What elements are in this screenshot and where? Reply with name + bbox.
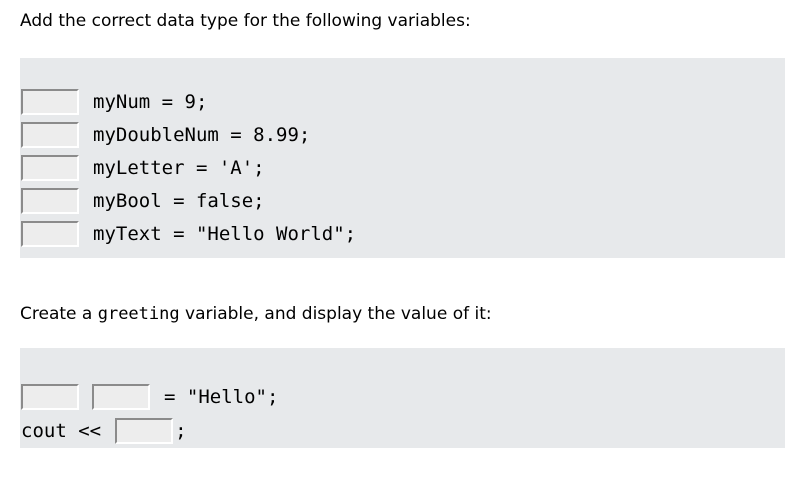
exercise1-instruction: Add the correct data type for the follow… [20, 11, 471, 31]
code-line-mynum: myNum = 9; [21, 85, 785, 118]
code-text-assignment: = "Hello"; [164, 386, 279, 408]
code-text-myletter: myLetter = 'A'; [93, 156, 265, 179]
code-text-mytext: myText = "Hello World"; [93, 222, 357, 245]
code-line-myletter: myLetter = 'A'; [21, 151, 785, 184]
exercise2-instruction-code-greeting: greeting [97, 304, 180, 324]
code-text-mydoublenum: myDoubleNum = 8.99; [93, 123, 311, 146]
code-line-mydoublenum: myDoubleNum = 8.99; [21, 118, 785, 151]
code-text-mynum: myNum = 9; [93, 90, 208, 113]
code-line-mytext: myText = "Hello World"; [21, 217, 785, 250]
datatype-input-mybool[interactable] [21, 187, 79, 214]
code-text-mybool: myBool = false; [93, 189, 265, 212]
code-text-cout: cout << [21, 420, 102, 442]
exercise2-instruction: Create a greeting variable, and display … [20, 302, 492, 326]
datatype-input-mydoublenum[interactable] [21, 121, 79, 148]
datatype-input-mytext[interactable] [21, 220, 79, 247]
code-line-cout: cout << ; [21, 414, 785, 448]
exercise1-code-box: myNum = 9; myDoubleNum = 8.99; myLetter … [20, 58, 785, 258]
cout-variable-input[interactable] [115, 418, 174, 444]
code-line-mybool: myBool = false; [21, 184, 785, 217]
exercise2-code-box: = "Hello"; cout << ; [20, 348, 785, 448]
greeting-type-input[interactable] [21, 384, 79, 410]
datatype-input-mynum[interactable] [21, 88, 79, 115]
code-line-declaration: = "Hello"; [21, 380, 785, 414]
exercise2-instruction-prefix: Create a [20, 304, 98, 324]
code-text-semicolon: ; [175, 420, 187, 442]
exercise2-instruction-suffix: variable, and display the value of it: [179, 304, 492, 324]
datatype-input-myletter[interactable] [21, 154, 79, 181]
greeting-name-input[interactable] [92, 384, 150, 410]
